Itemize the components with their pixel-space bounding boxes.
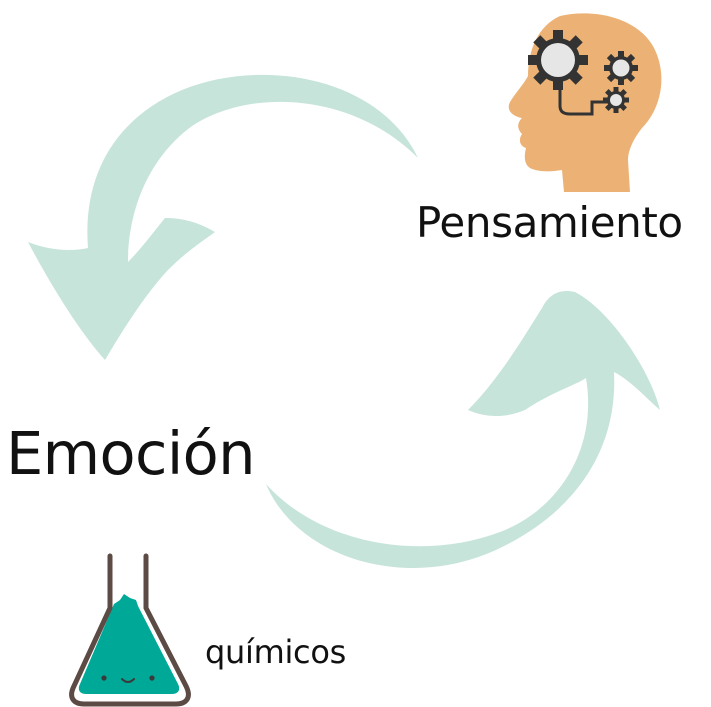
gear-connector xyxy=(558,84,608,116)
flask-eye-right xyxy=(149,675,155,681)
arrow-thought-to-emotion xyxy=(28,74,418,361)
emotion-label: Emoción xyxy=(6,419,256,488)
flask-liquid xyxy=(78,594,180,694)
gear-small-bottom-icon xyxy=(603,87,629,113)
flask-icon xyxy=(69,553,191,707)
flask-eye-left xyxy=(101,675,107,681)
thought-label: Pensamiento xyxy=(416,198,683,247)
flask-smile xyxy=(121,678,135,683)
gear-small-top-icon xyxy=(604,51,638,85)
head-silhouette xyxy=(508,13,662,193)
head-with-gears-icon xyxy=(508,13,662,193)
chemicals-label: químicos xyxy=(205,633,346,671)
gear-large-icon xyxy=(528,30,588,90)
flask-outline xyxy=(69,553,191,707)
arrow-emotion-to-thought xyxy=(266,290,660,568)
